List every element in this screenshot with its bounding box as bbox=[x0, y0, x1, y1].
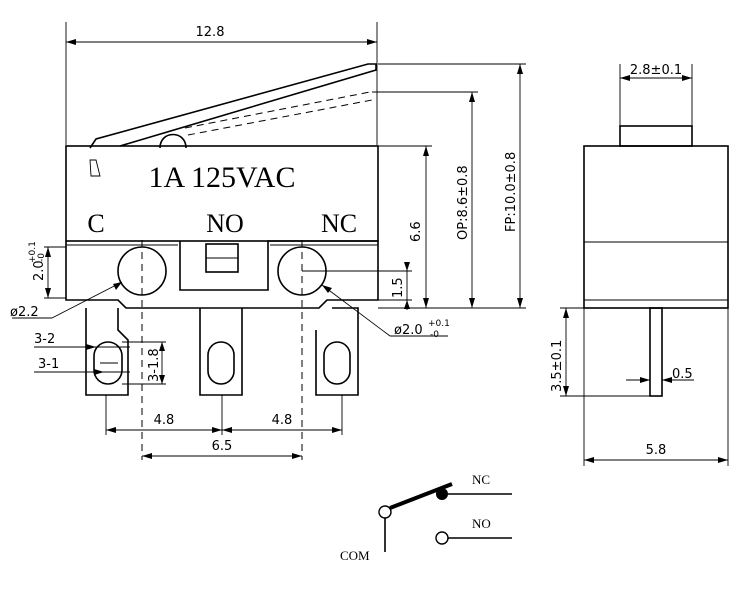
dim-label-op: OP:8.6±0.8 bbox=[456, 165, 471, 240]
dim-tol-upper-20: +0.1 bbox=[28, 241, 38, 263]
com-terminal bbox=[378, 505, 392, 519]
terminal-no-label: NO bbox=[206, 209, 244, 238]
schematic-no-label: NO bbox=[472, 516, 491, 531]
terminals bbox=[85, 307, 359, 396]
side-view: 2.8±0.1 3.5±0.1 0.5 5.8 bbox=[550, 63, 729, 466]
dim-fp: FP:10.0±0.8 bbox=[378, 63, 526, 309]
dim-label-3-18: 3-1.8 bbox=[147, 348, 162, 382]
front-view: 12.8 1A 125VAC C NO NC bbox=[10, 22, 526, 460]
dim-tol-lower-20: -0 bbox=[37, 253, 47, 262]
dim-label-3-1: 3-1 bbox=[38, 357, 59, 372]
rating-label: 1A 125VAC bbox=[149, 161, 296, 194]
dim-tol-lower-hole: -0 bbox=[430, 330, 439, 340]
dim-label-hole-left: ø2.2 bbox=[10, 305, 39, 320]
dim-label-3-2: 3-2 bbox=[34, 332, 55, 347]
dim-width-total: 12.8 bbox=[65, 22, 378, 145]
no-terminal bbox=[435, 531, 449, 545]
dim-label-height-66: 6.6 bbox=[409, 221, 424, 242]
dim-pin-holes: 3-2 3-1 3-1.8 bbox=[34, 332, 166, 385]
terminal-nc-label: NC bbox=[321, 209, 357, 238]
terminal-c-label: C bbox=[87, 209, 104, 238]
dim-label-span: 6.5 bbox=[212, 439, 233, 454]
dim-pitch: 4.8 4.8 bbox=[105, 395, 343, 435]
dim-height-66: 6.6 bbox=[378, 145, 432, 309]
dim-label-pitch-right: 4.8 bbox=[272, 413, 293, 428]
schematic-nc-label: NC bbox=[472, 472, 490, 487]
dim-op: OP:8.6±0.8 bbox=[372, 91, 478, 309]
schematic-com-label: COM bbox=[340, 548, 370, 563]
dim-offset-15: 1.5 bbox=[302, 262, 412, 310]
dim-label-width: 12.8 bbox=[196, 25, 225, 40]
dim-hole-left: ø2.2 bbox=[10, 281, 123, 320]
housing: 1A 125VAC C NO NC bbox=[65, 145, 379, 460]
dim-label-pin-thickness: 0.5 bbox=[672, 367, 693, 382]
dim-label-actuator: 2.8±0.1 bbox=[630, 63, 682, 78]
dim-label-hole-right: ø2.0 bbox=[394, 323, 423, 338]
dim-label-pin-length: 3.5±0.1 bbox=[550, 340, 565, 392]
switch-schematic: NC NO COM bbox=[340, 472, 512, 563]
nc-terminal bbox=[436, 488, 448, 500]
dim-label-pitch-left: 4.8 bbox=[154, 413, 175, 428]
lever bbox=[89, 63, 377, 149]
dim-label-side-width: 5.8 bbox=[646, 443, 667, 458]
dim-tol-upper-hole: +0.1 bbox=[428, 319, 450, 329]
dim-label-fp: FP:10.0±0.8 bbox=[504, 152, 519, 232]
dim-label-height-20: 2.0 bbox=[32, 260, 47, 281]
dim-span: 6.5 bbox=[142, 439, 302, 459]
dim-height-20: 2.0 +0.1 -0 bbox=[28, 241, 66, 299]
dim-hole-right: ø2.0 +0.1 -0 bbox=[321, 284, 450, 340]
dim-label-offset: 1.5 bbox=[391, 277, 406, 298]
